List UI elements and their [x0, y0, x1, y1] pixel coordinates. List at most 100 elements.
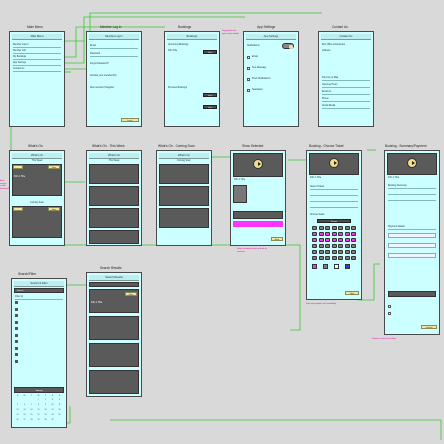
calendar-day[interactable]: 3: [52, 399, 53, 401]
contact-social[interactable]: Social Media: [322, 104, 370, 109]
calendar-day[interactable]: 30: [44, 419, 47, 421]
calendar-day[interactable]: 9: [45, 404, 46, 406]
calendar-day[interactable]: 10: [51, 404, 54, 406]
seat[interactable]: [325, 256, 330, 260]
seat[interactable]: [325, 238, 330, 242]
result-card-3[interactable]: [89, 343, 139, 367]
calendar-day[interactable]: 31: [51, 419, 54, 421]
selected-showtime[interactable]: [233, 221, 283, 227]
result-card-2[interactable]: [89, 316, 139, 340]
seat[interactable]: [351, 244, 356, 248]
calendar-month[interactable]: January: [14, 387, 64, 393]
ticket-play-icon[interactable]: [329, 158, 339, 168]
calendar-day[interactable]: 5: [17, 404, 18, 406]
text-checkbox[interactable]: [247, 67, 250, 70]
seat[interactable]: [331, 250, 337, 254]
menu-item-settings[interactable]: App Settings: [13, 61, 61, 66]
coming-soon-carousel[interactable]: [12, 206, 62, 238]
calendar-day[interactable]: 7: [31, 404, 32, 406]
filter-checkbox[interactable]: [15, 314, 18, 317]
result-card-1[interactable]: [89, 289, 139, 313]
seat[interactable]: [351, 226, 356, 230]
calendar-day[interactable]: 28: [30, 419, 33, 421]
menu-item-contact[interactable]: Contact Us: [13, 67, 61, 72]
password-field[interactable]: Password: [90, 52, 138, 57]
seat[interactable]: [344, 244, 350, 248]
calendar-day[interactable]: 22: [37, 414, 40, 416]
seat[interactable]: [318, 238, 324, 242]
seat[interactable]: [318, 256, 324, 260]
soon-card-3[interactable]: [159, 208, 209, 228]
filter-checkbox[interactable]: [15, 333, 18, 337]
menu-item-bookings[interactable]: My Bookings: [13, 55, 61, 60]
seat[interactable]: [312, 250, 317, 254]
email-field[interactable]: Email: [90, 44, 138, 49]
seat[interactable]: [351, 256, 356, 260]
view-previous-button-2[interactable]: View: [203, 105, 217, 109]
calendar-day[interactable]: 6: [24, 404, 25, 406]
filter-checkbox[interactable]: [15, 353, 18, 356]
seat[interactable]: [344, 232, 350, 236]
calendar-day[interactable]: 2: [45, 399, 46, 401]
film-card-1[interactable]: [89, 164, 139, 184]
calendar-day[interactable]: 15: [37, 409, 40, 411]
film-card-3[interactable]: [89, 208, 139, 228]
seat[interactable]: [325, 232, 330, 236]
showtimes-strip[interactable]: [233, 211, 283, 219]
soon-card-1[interactable]: [159, 164, 209, 184]
filter-checkbox[interactable]: [15, 346, 18, 350]
seat[interactable]: [344, 250, 350, 254]
menu-item-login[interactable]: Member Log-In: [13, 43, 61, 48]
calendar-day[interactable]: 24: [51, 414, 54, 416]
more-button-2[interactable]: More: [48, 207, 60, 211]
seat[interactable]: [351, 250, 356, 254]
seat[interactable]: [344, 226, 350, 230]
calendar-day[interactable]: 4: [59, 399, 60, 401]
confirm-button[interactable]: Confirm: [421, 325, 437, 329]
calendar-day[interactable]: 26: [16, 419, 19, 421]
calendar-day[interactable]: 29: [37, 419, 40, 421]
prev-arrow-button[interactable]: [13, 165, 23, 169]
calendar-day[interactable]: 23: [44, 414, 47, 416]
seat[interactable]: [325, 250, 330, 254]
card-name-field[interactable]: [388, 243, 436, 248]
seat[interactable]: [344, 256, 350, 260]
ticket-row-adult[interactable]: [310, 191, 358, 196]
seat[interactable]: [318, 250, 324, 254]
calendar-day[interactable]: 12: [16, 409, 19, 411]
contact-email[interactable]: Email Us: [322, 90, 370, 95]
notifications-toggle[interactable]: [282, 43, 294, 49]
login-button[interactable]: Log In: [121, 118, 139, 122]
seat[interactable]: [331, 226, 337, 230]
save-card-checkbox[interactable]: [388, 312, 391, 315]
seat[interactable]: [318, 226, 324, 230]
filter-checkbox[interactable]: [15, 320, 18, 324]
seat[interactable]: [312, 232, 317, 236]
newsletter-checkbox[interactable]: [247, 89, 250, 92]
seat[interactable]: [318, 232, 324, 236]
seat[interactable]: [325, 226, 330, 230]
seat[interactable]: [338, 250, 343, 254]
seat[interactable]: [312, 238, 317, 242]
calendar-day[interactable]: 17: [51, 409, 54, 411]
seat-map[interactable]: [312, 226, 358, 269]
seat[interactable]: [351, 238, 356, 242]
search-input[interactable]: Search: [14, 288, 64, 293]
book-button[interactable]: Book: [271, 237, 283, 241]
filter-checkbox[interactable]: [15, 307, 18, 311]
register-link[interactable]: New member? Register: [90, 87, 115, 89]
filter-checkbox[interactable]: [15, 359, 18, 363]
seat[interactable]: [312, 244, 317, 248]
filter-checkbox[interactable]: [15, 340, 18, 343]
results-search-bar[interactable]: [89, 282, 139, 287]
seat[interactable]: [331, 256, 337, 260]
calendar-day[interactable]: 11: [58, 404, 61, 406]
seat[interactable]: [338, 244, 343, 248]
more-button[interactable]: More: [48, 165, 60, 169]
calendar-day[interactable]: 18: [58, 409, 61, 411]
seat[interactable]: [331, 232, 337, 236]
filter-checkbox[interactable]: [15, 327, 18, 330]
calendar-day[interactable]: 20: [23, 414, 26, 416]
contact-phone[interactable]: Phone: [322, 97, 370, 102]
view-previous-button-1[interactable]: View: [203, 93, 217, 97]
